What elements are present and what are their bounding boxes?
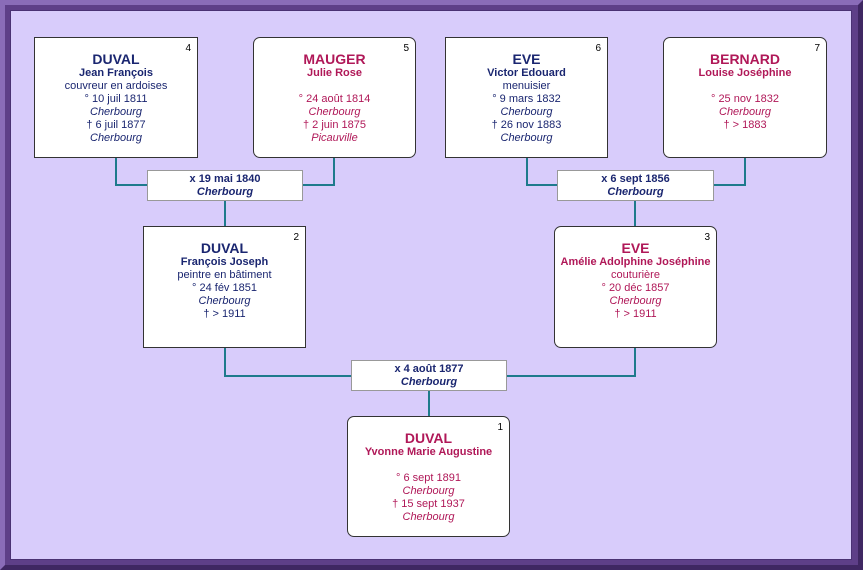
birth-date: ° 24 fév 1851 [192, 282, 257, 294]
connector-3-to-marriage [506, 347, 636, 377]
connector-4-to-marriage [115, 157, 148, 186]
death-date: † 2 juin 1875 [303, 119, 366, 131]
birth-place: Cherbourg [500, 106, 553, 118]
occupation: peintre en bâtiment [177, 269, 272, 281]
birth-place: Cherbourg [90, 106, 142, 118]
person-card-3[interactable]: 3 EVE Amélie Adolphine Joséphine couturi… [554, 226, 717, 348]
person-card-7[interactable]: 7 BERNARD Louise Joséphine ° 25 nov 1832… [663, 37, 827, 158]
person-card-2[interactable]: 2 DUVAL François Joseph peintre en bâtim… [143, 226, 306, 348]
death-date: † > 1911 [614, 308, 657, 320]
sosa-number: 1 [497, 422, 503, 433]
given-names: François Joseph [180, 256, 269, 268]
sosa-number: 4 [185, 43, 191, 54]
spacer [664, 80, 826, 93]
connector-7-to-marriage [713, 157, 746, 186]
birth-date: ° 10 juil 1811 [84, 93, 148, 105]
person-card-4[interactable]: 4 DUVAL Jean François couvreur en ardois… [34, 37, 198, 158]
spacer [254, 80, 415, 93]
marriage-place: Cherbourg [196, 186, 254, 198]
marriage-place: Cherbourg [400, 376, 458, 388]
birth-date: ° 24 août 1814 [298, 93, 371, 105]
sosa-number: 5 [403, 43, 409, 54]
birth-date: ° 25 nov 1832 [710, 93, 779, 105]
death-place: Picauville [311, 132, 358, 144]
marriage-date: x 19 mai 1840 [189, 173, 261, 185]
occupation: couvreur en ardoises [64, 80, 168, 92]
given-names: Victor Edouard [487, 67, 566, 79]
marriage-place: Cherbourg [607, 186, 664, 198]
surname: EVE [512, 51, 541, 67]
marriage-box-6-7[interactable]: x 6 sept 1856 Cherbourg [557, 170, 714, 201]
given-names: Julie Rose [306, 67, 363, 79]
sosa-number: 3 [704, 232, 710, 243]
marriage-box-4-5[interactable]: x 19 mai 1840 Cherbourg [147, 170, 303, 201]
connector-5-to-marriage [302, 157, 335, 186]
person-card-1[interactable]: 1 DUVAL Yvonne Marie Augustine ° 6 sept … [347, 416, 510, 537]
occupation: couturière [611, 269, 660, 281]
sosa-number: 7 [814, 43, 820, 54]
birth-date: ° 20 déc 1857 [601, 282, 670, 294]
surname: DUVAL [404, 430, 453, 446]
person-card-5[interactable]: 5 MAUGER Julie Rose ° 24 août 1814 Cherb… [253, 37, 416, 158]
death-date: † > 1883 [723, 119, 767, 131]
surname: DUVAL [200, 240, 249, 256]
person-card-6[interactable]: 6 EVE Victor Edouard menuisier ° 9 mars … [445, 37, 608, 158]
death-date: † 6 juil 1877 [86, 119, 146, 131]
given-names: Louise Joséphine [698, 67, 792, 79]
sosa-number: 6 [595, 43, 601, 54]
death-place: Cherbourg [402, 511, 455, 523]
occupation: menuisier [502, 80, 551, 92]
birth-place: Cherbourg [198, 295, 251, 307]
death-date: † > 1911 [203, 308, 246, 320]
given-names: Yvonne Marie Augustine [364, 446, 493, 458]
spacer [348, 459, 509, 472]
connector-6-to-marriage [526, 157, 558, 186]
death-date: † 15 sept 1937 [392, 498, 465, 510]
given-names: Jean François [79, 67, 153, 79]
birth-date: ° 6 sept 1891 [396, 472, 461, 484]
marriage-box-2-3[interactable]: x 4 août 1877 Cherbourg [351, 360, 507, 391]
birth-place: Cherbourg [308, 106, 361, 118]
surname: MAUGER [303, 51, 366, 67]
surname: EVE [621, 240, 650, 256]
death-place: Cherbourg [500, 132, 553, 144]
marriage-date: x 4 août 1877 [394, 363, 464, 375]
marriage-date: x 6 sept 1856 [601, 173, 670, 185]
birth-place: Cherbourg [402, 485, 455, 497]
surname: BERNARD [710, 51, 780, 67]
connector-2-to-marriage [224, 347, 352, 377]
death-date: † 26 nov 1883 [491, 119, 562, 131]
death-place: Cherbourg [90, 132, 142, 144]
birth-place: Cherbourg [719, 106, 771, 118]
birth-place: Cherbourg [609, 295, 662, 307]
surname: DUVAL [92, 51, 140, 67]
given-names: Amélie Adolphine Joséphine [560, 256, 711, 268]
birth-date: ° 9 mars 1832 [492, 93, 561, 105]
sosa-number: 2 [293, 232, 299, 243]
